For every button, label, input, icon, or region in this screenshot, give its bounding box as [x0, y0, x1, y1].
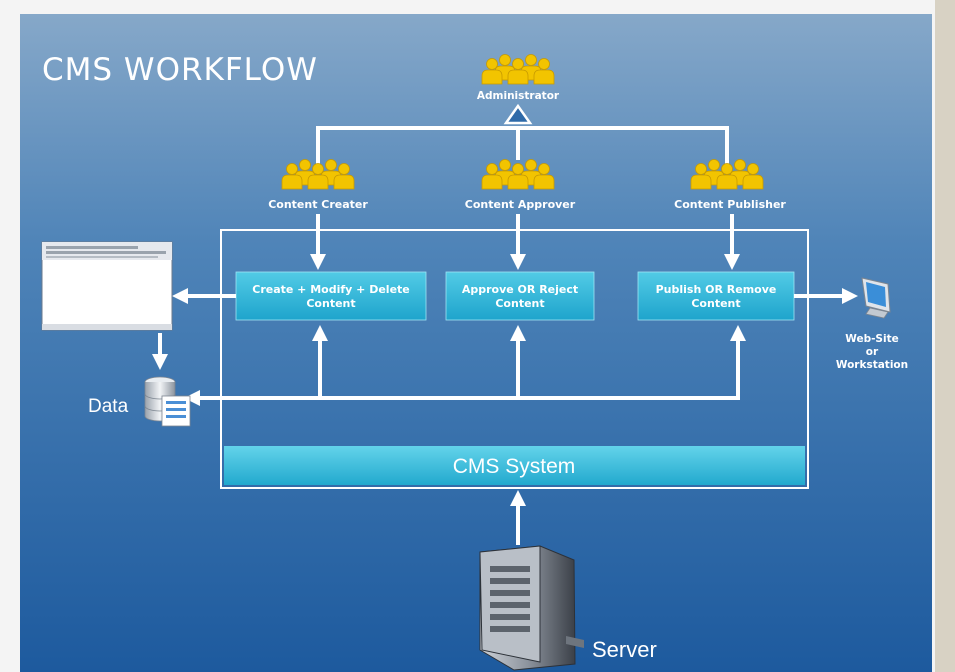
content-publisher-label: Content Publisher: [674, 198, 786, 211]
create-action-line1: Create + Modify + Delete: [252, 283, 410, 296]
administrator-icon: [482, 55, 554, 85]
content-approver-icon: [482, 160, 554, 190]
publish-action-line2: Content: [691, 297, 740, 310]
workstation-icon: [861, 277, 891, 319]
content-approver-label: Content Approver: [465, 198, 576, 211]
diagram-background: [20, 14, 932, 672]
role-hierarchy-connector: [316, 126, 729, 165]
editor-window-icon: [41, 241, 173, 331]
website-line2: or: [866, 346, 879, 358]
cms-system-bar: [224, 446, 805, 485]
inheritance-triangle: [503, 103, 533, 125]
data-bus-arrows: [152, 288, 858, 406]
server-label: Server: [592, 637, 657, 662]
administrator-label: Administrator: [477, 90, 560, 102]
content-creater-label: Content Creater: [268, 198, 368, 211]
content-publisher-icon: [691, 160, 763, 190]
database-icon: [144, 376, 191, 427]
server-icon: [479, 545, 584, 671]
website-line3: Workstation: [836, 359, 908, 371]
publish-action-box: [637, 271, 795, 321]
approve-action-line1: Approve OR Reject: [462, 283, 578, 296]
role-to-action-arrows: [310, 214, 740, 270]
create-action-box: [235, 271, 427, 321]
cms-system-label: CMS System: [453, 455, 576, 478]
publish-action-line1: Publish OR Remove: [656, 283, 777, 296]
approve-action-box: [445, 271, 595, 321]
diagram-title: CMS WORKFLOW: [42, 52, 318, 88]
create-action-line2: Content: [306, 297, 355, 310]
data-label: Data: [88, 396, 129, 417]
content-creater-icon: [282, 160, 354, 190]
approve-action-line2: Content: [495, 297, 544, 310]
cms-system-boundary: [220, 229, 809, 489]
website-line1: Web-Site: [845, 333, 899, 345]
